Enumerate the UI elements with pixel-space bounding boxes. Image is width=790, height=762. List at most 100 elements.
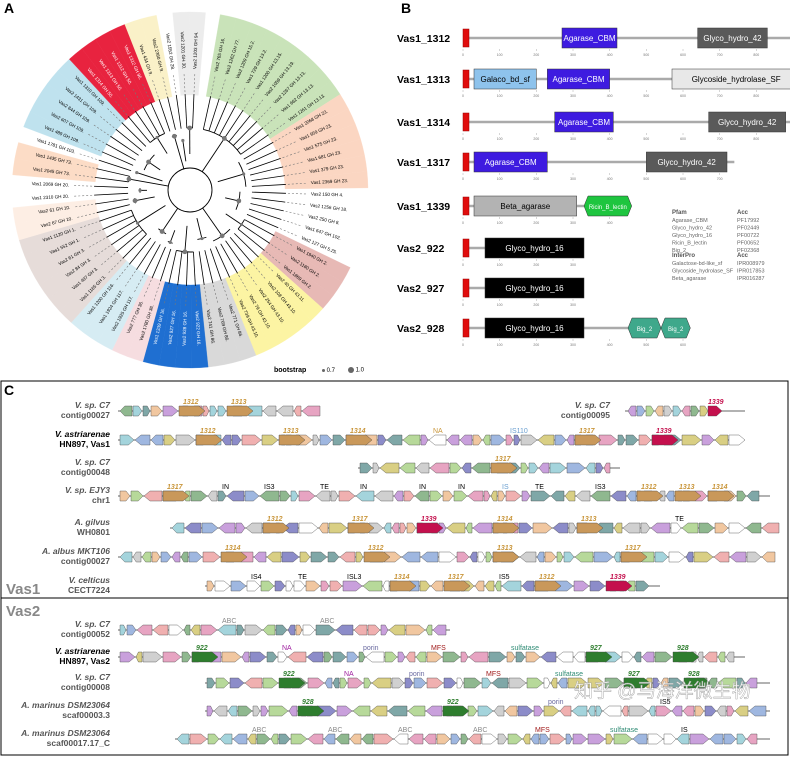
gene-label: 922: [196, 645, 208, 652]
leaf-branch: [159, 99, 170, 131]
leaf-branch: [219, 106, 235, 136]
gene-label: IS3: [264, 484, 275, 491]
gene-label: TE: [675, 516, 684, 523]
gene-arrow: [400, 463, 415, 473]
gene-arrow: [507, 652, 515, 662]
gene-arrow: [333, 435, 345, 445]
bootstrap-legend-large: 1.0: [348, 367, 364, 374]
gene-arrow: [538, 435, 554, 445]
gene-arrow: [375, 491, 393, 501]
gene-arrow: [303, 625, 315, 635]
protein-name: Vas1_1313: [397, 74, 450, 86]
gene-arrow: [131, 491, 143, 501]
gene-arrow: [182, 652, 191, 662]
gene-arrow: [646, 406, 654, 416]
gene-arrow: [246, 523, 262, 533]
gene-arrow: [328, 552, 339, 562]
gene-arrow: [269, 706, 288, 716]
gene-arrow: [299, 491, 315, 501]
domain-label: Glyco_hydro_16: [505, 324, 564, 333]
gene-arrow: [508, 734, 522, 744]
species-name: A. marinus DSM23064: [20, 700, 110, 710]
bootstrap-legend-title: bootstrap: [274, 367, 306, 374]
gene-arrow: [218, 625, 236, 635]
gene-arrow: [245, 491, 259, 501]
highlighted-gene-arrow: [364, 552, 390, 562]
gene-arrow: [682, 435, 701, 445]
gene-arrow: [143, 652, 162, 662]
leaf-branch: [122, 123, 146, 147]
gene-arrow: [302, 406, 320, 416]
gene-arrow: [222, 652, 241, 662]
gene-arrow: [133, 552, 141, 562]
scale-tick-label: 400: [607, 221, 613, 225]
gene-arrow: [231, 581, 246, 591]
gene-arrow: [492, 678, 508, 688]
gene-label: NA: [344, 671, 354, 678]
species-name: V. celticus: [69, 575, 111, 585]
leaf-branch: [99, 160, 131, 171]
bootstrap-node: [138, 189, 141, 192]
gene-arrow: [478, 552, 485, 562]
gene-label: IS: [502, 484, 509, 491]
legend-pfam-name: Ricin_B_lectin: [672, 241, 707, 247]
protein-name: Vas2_927: [397, 283, 444, 295]
leaf-branch: [247, 214, 278, 227]
gene-arrow: [437, 734, 450, 744]
gene-arrow: [603, 706, 621, 716]
gene-arrow: [491, 435, 505, 445]
legend-pfam-acc: PF02449: [737, 226, 759, 232]
gene-arrow: [462, 463, 471, 473]
leaf-connector: [173, 73, 176, 93]
domain-label: Agarase_CBM: [558, 118, 610, 127]
species-name: V. astriarenae: [55, 646, 110, 656]
leaf-branch: [230, 237, 252, 263]
scale-tick-label: 0: [462, 53, 464, 57]
gene-label: 1314: [225, 545, 241, 552]
gene-arrow: [505, 706, 517, 716]
leaf-branch: [252, 198, 286, 202]
gene-arrow: [486, 552, 492, 562]
gene-arrow: [604, 463, 610, 473]
gene-arrow: [191, 625, 200, 635]
contig-name: contig00048: [61, 467, 110, 477]
highlighted-gene-arrow: [708, 491, 734, 501]
gene-arrow: [291, 491, 298, 501]
highlighted-gene-arrow: [575, 435, 601, 445]
gene-label: 1313: [231, 399, 247, 406]
leaf-connector: [286, 211, 306, 215]
scale-tick-label: 600: [680, 177, 686, 181]
gene-arrow: [551, 491, 564, 501]
gene-arrow: [144, 491, 162, 501]
gene-arrow: [228, 706, 237, 716]
gene-arrow: [545, 552, 556, 562]
gene-arrow: [551, 678, 557, 688]
gene-arrow: [364, 678, 371, 688]
gene-arrow: [704, 652, 717, 662]
highlighted-gene-arrow: [390, 581, 416, 591]
highlighted-gene-arrow: [221, 552, 247, 562]
gene-arrow: [747, 552, 761, 562]
leaf-branch: [110, 136, 138, 155]
gene-arrow: [218, 491, 226, 501]
gene-arrow: [307, 652, 323, 662]
gene-arrow: [250, 652, 266, 662]
protein-name: Vas2_922: [397, 243, 444, 255]
gene-arrow: [248, 734, 256, 744]
scale-tick-label: 200: [533, 137, 539, 141]
leaf-branch: [96, 169, 129, 177]
gene-arrow: [263, 625, 275, 635]
bootstrap-node: [182, 249, 187, 254]
leaf-branch: [178, 251, 182, 285]
gene-label: IS3: [595, 484, 606, 491]
scale-tick-label: 400: [607, 137, 613, 141]
gene-arrow: [669, 552, 685, 562]
highlighted-gene-arrow: [444, 581, 470, 591]
gene-label: 1317: [352, 516, 369, 523]
gene-arrow: [594, 552, 613, 562]
species-name: V. astriarenae: [55, 429, 110, 439]
domain-label: Agarase_CBM: [563, 34, 615, 43]
gene-arrow: [245, 678, 262, 688]
gene-arrow: [321, 581, 329, 591]
gene-arrow: [172, 523, 184, 533]
